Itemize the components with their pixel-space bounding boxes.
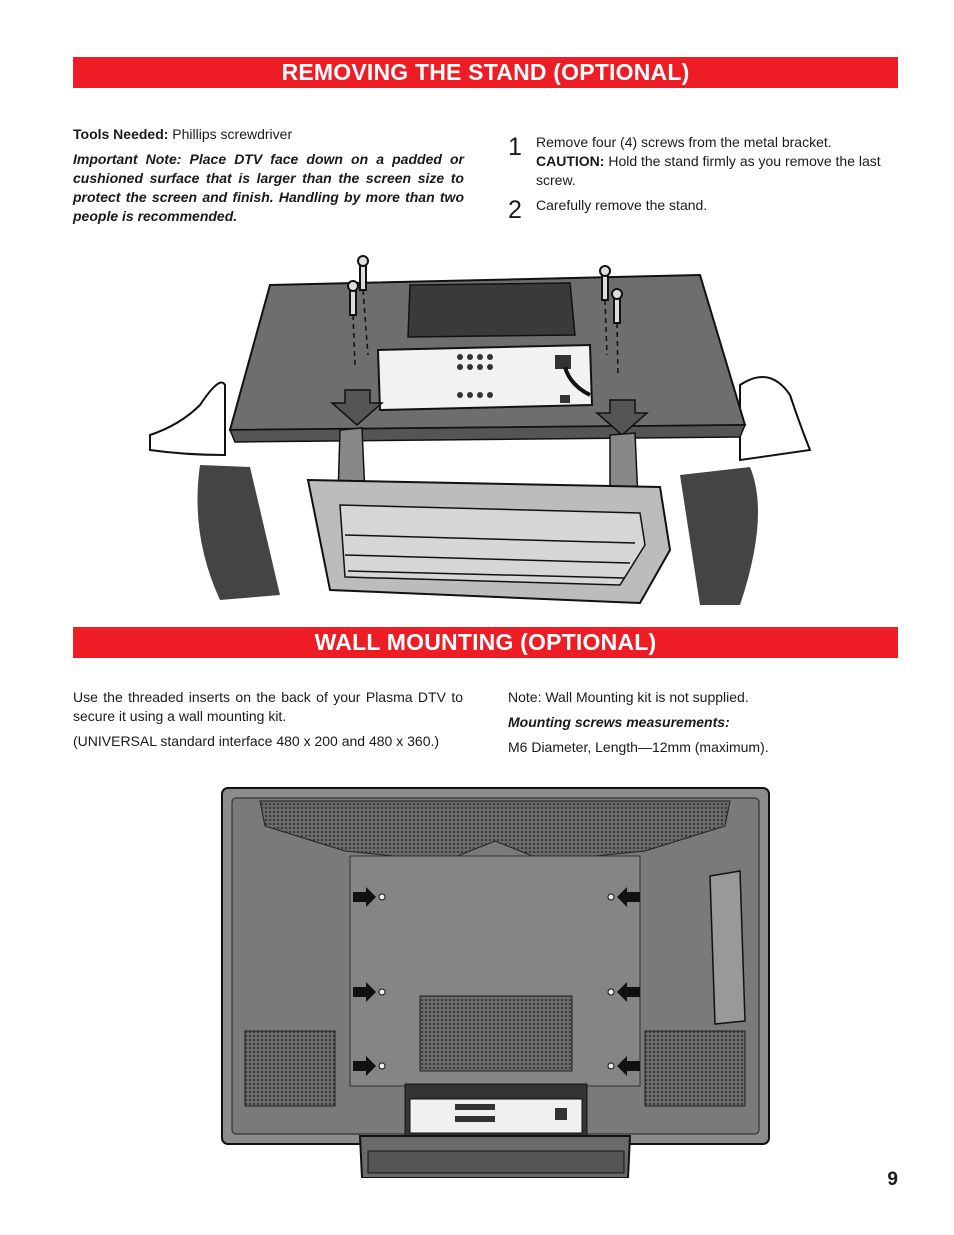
caution-text: Hold the stand firmly as you remove the …: [536, 153, 881, 188]
step-1-text: Remove four (4) screws from the metal br…: [536, 133, 881, 190]
wall-mount-para2: (UNIVERSAL standard interface 480 x 200 …: [73, 733, 440, 749]
step-2-number: 2: [508, 196, 522, 224]
step-1-number: 1: [508, 133, 522, 161]
tools-needed: Tools Needed: Phillips screwdriver: [73, 125, 465, 144]
caution-label: CAUTION:: [536, 153, 605, 169]
wall-mount-note: Note: Wall Mounting kit is not supplied.: [508, 689, 749, 705]
important-note: Important Note: Place DTV face down on a…: [73, 151, 464, 224]
tools-label: Tools Needed:: [73, 126, 169, 142]
page-number: 9: [887, 1169, 898, 1190]
step-1-instruction: Remove four (4) screws from the metal br…: [536, 134, 832, 150]
tv-back-illustration: [221, 787, 770, 1178]
stand-removal-illustration: [149, 255, 812, 605]
mounting-screws-value: M6 Diameter, Length—12mm (maximum).: [508, 739, 769, 755]
tools-value: Phillips screwdriver: [168, 126, 293, 142]
step-2-text: Carefully remove the stand.: [536, 197, 708, 213]
section-title-wall-mounting: WALL MOUNTING (OPTIONAL): [73, 627, 898, 658]
wall-mount-para1: Use the threaded inserts on the back of …: [73, 689, 463, 724]
section-title-removing-stand: REMOVING THE STAND (OPTIONAL): [73, 57, 898, 88]
mounting-screws-heading: Mounting screws measurements:: [508, 714, 730, 730]
